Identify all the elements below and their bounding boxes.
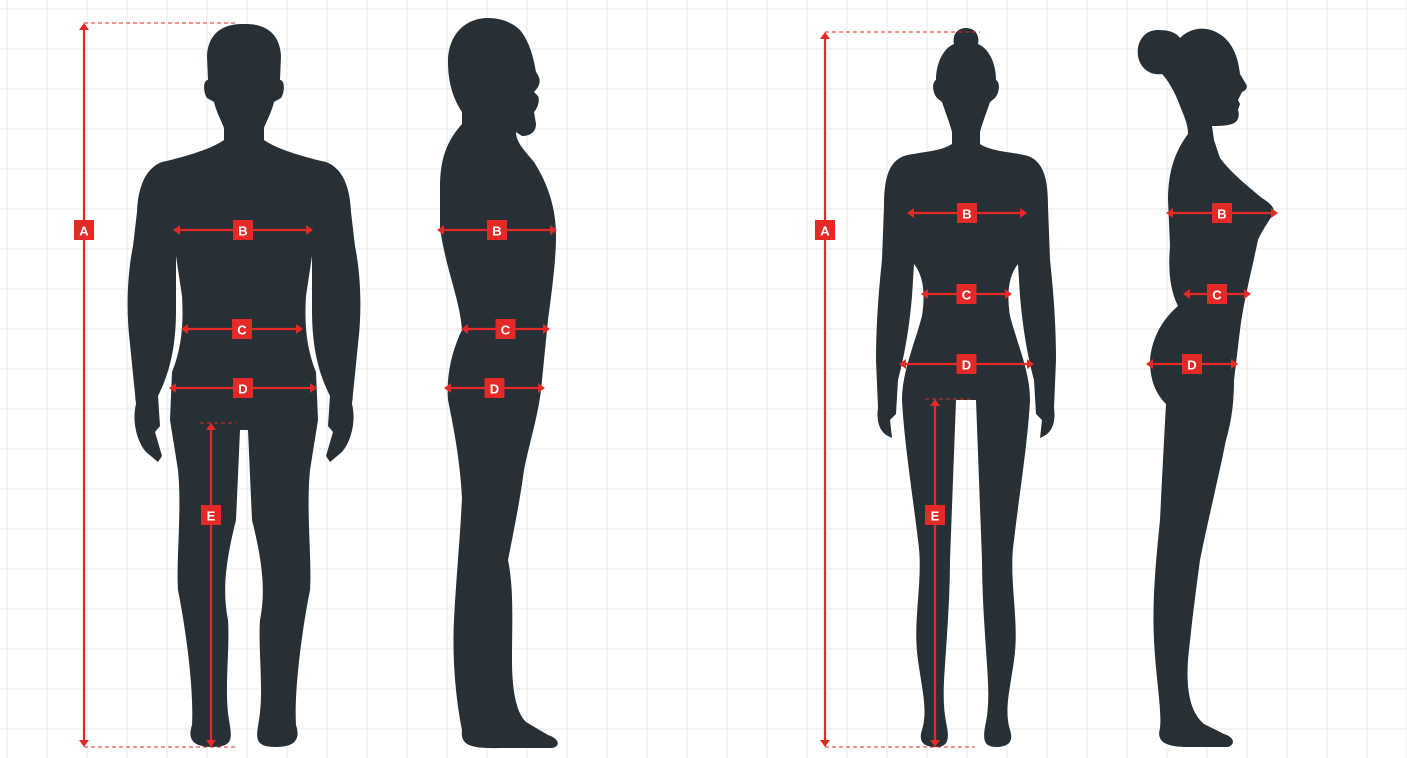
male-front-waist-arrow-tag: C [232, 319, 252, 339]
male-side-chest-arrow-tag: B [487, 220, 507, 240]
male-front-hips-arrow-tag: D [233, 378, 253, 398]
arrow-head [820, 32, 830, 39]
measure-tag-text: B [1217, 207, 1226, 222]
male-height-arrow-tag: A [74, 220, 94, 240]
measure-tag-text: D [962, 358, 971, 373]
arrow-head [820, 740, 830, 747]
measure-tag-text: E [931, 509, 940, 524]
measure-tag-text: B [492, 224, 501, 239]
female-height-arrow-tag: A [815, 220, 835, 240]
measure-tag-text: D [490, 382, 499, 397]
female-front-chest-arrow-tag: B [957, 203, 977, 223]
measure-tag-text: D [238, 382, 247, 397]
measure-tag-text: A [820, 224, 830, 239]
measure-tag-text: E [207, 509, 216, 524]
measure-tag-text: B [962, 207, 971, 222]
female-side-waist-arrow-tag: C [1207, 284, 1227, 304]
female-side-hips-arrow-tag: D [1182, 354, 1202, 374]
measure-tag-text: C [1212, 288, 1222, 303]
measure-tag-text: B [238, 224, 247, 239]
female-inseam-arrow-tag: E [925, 505, 945, 525]
male-side-waist-arrow-tag: C [496, 319, 516, 339]
measure-tag-text: C [501, 323, 511, 338]
measure-tag-text: D [1187, 358, 1196, 373]
male-inseam-arrow-tag: E [201, 505, 221, 525]
arrow-head [1146, 359, 1153, 369]
male-side-hips-arrow-tag: D [485, 378, 505, 398]
female-side-silhouette [1138, 29, 1274, 747]
female-front-hips-arrow-tag: D [957, 354, 977, 374]
measure-tag-text: C [237, 323, 247, 338]
measure-tag-text: A [79, 224, 89, 239]
female-front-waist-arrow-tag: C [957, 284, 977, 304]
female-side-chest-arrow-tag: B [1212, 203, 1232, 223]
measure-tag-text: C [962, 288, 972, 303]
female-front-silhouette [876, 28, 1056, 747]
male-front-chest-arrow-tag: B [233, 220, 253, 240]
